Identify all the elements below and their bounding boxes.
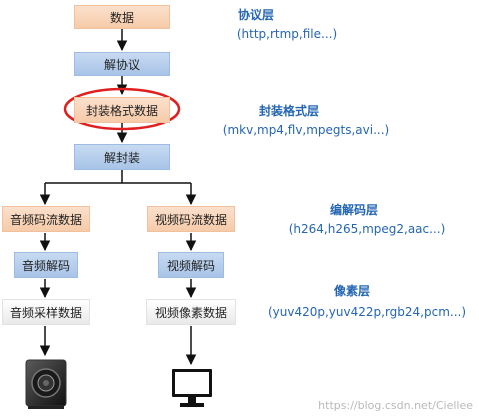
monitor-icon xyxy=(172,369,212,407)
box-protocol-decode: 解协议 xyxy=(74,52,170,76)
speaker-icon xyxy=(25,359,67,409)
box-container-data: 封装格式数据 xyxy=(74,97,170,123)
box-video-decode: 视频解码 xyxy=(158,252,224,278)
codec-layer-examples: (h264,h265,mpeg2,aac...) xyxy=(288,222,446,236)
codec-layer-title: 编解码层 xyxy=(329,203,379,217)
container-layer-title: 封装格式层 xyxy=(258,104,320,118)
pixel-layer-title: 像素层 xyxy=(333,284,371,298)
box-audio-decode: 音频解码 xyxy=(14,252,78,278)
box-data: 数据 xyxy=(74,5,170,29)
box-demux: 解封装 xyxy=(74,144,170,170)
watermark: https://blog.csdn.net/Ciellee xyxy=(318,399,473,412)
highlight-ellipse xyxy=(63,87,181,131)
container-layer-examples: (mkv,mp4,flv,mpegts,avi...) xyxy=(222,123,390,137)
protocol-layer-examples: (http,rtmp,file...) xyxy=(236,27,338,41)
box-audio-sample: 音频采样数据 xyxy=(2,299,90,325)
box-video-stream: 视频码流数据 xyxy=(147,206,235,232)
protocol-layer-title: 协议层 xyxy=(237,8,275,22)
box-video-pixel: 视频像素数据 xyxy=(146,299,236,325)
box-audio-stream: 音频码流数据 xyxy=(2,206,90,232)
pixel-layer-examples: (yuv420p,yuv422p,rgb24,pcm...) xyxy=(267,305,467,319)
